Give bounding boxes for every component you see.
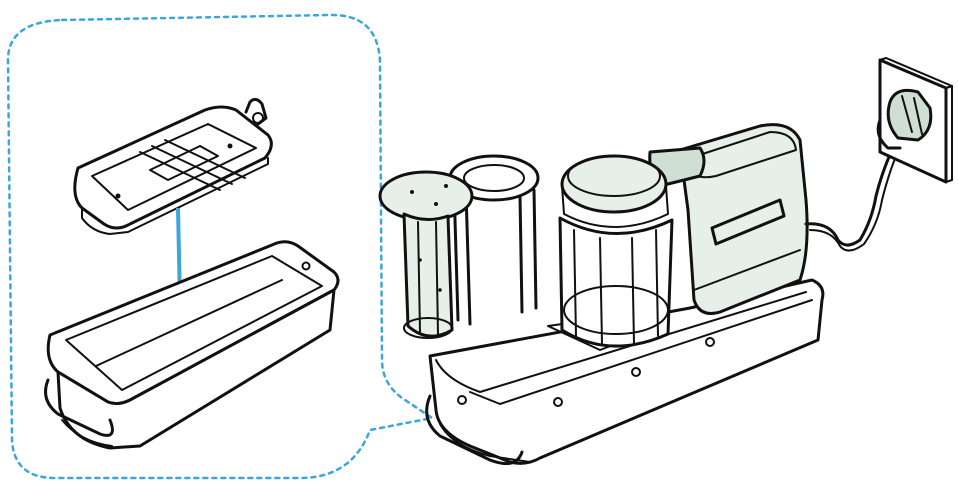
callout-bubble [6, 13, 436, 480]
slicer-insert-illustration [73, 97, 273, 235]
power-plug [876, 88, 933, 150]
main-base-tray [425, 278, 825, 466]
hopper-container [558, 154, 674, 348]
motor-housing [678, 123, 809, 315]
power-cord [804, 130, 902, 247]
collection-tray-illustration [44, 240, 340, 450]
food-pusher [378, 170, 474, 339]
